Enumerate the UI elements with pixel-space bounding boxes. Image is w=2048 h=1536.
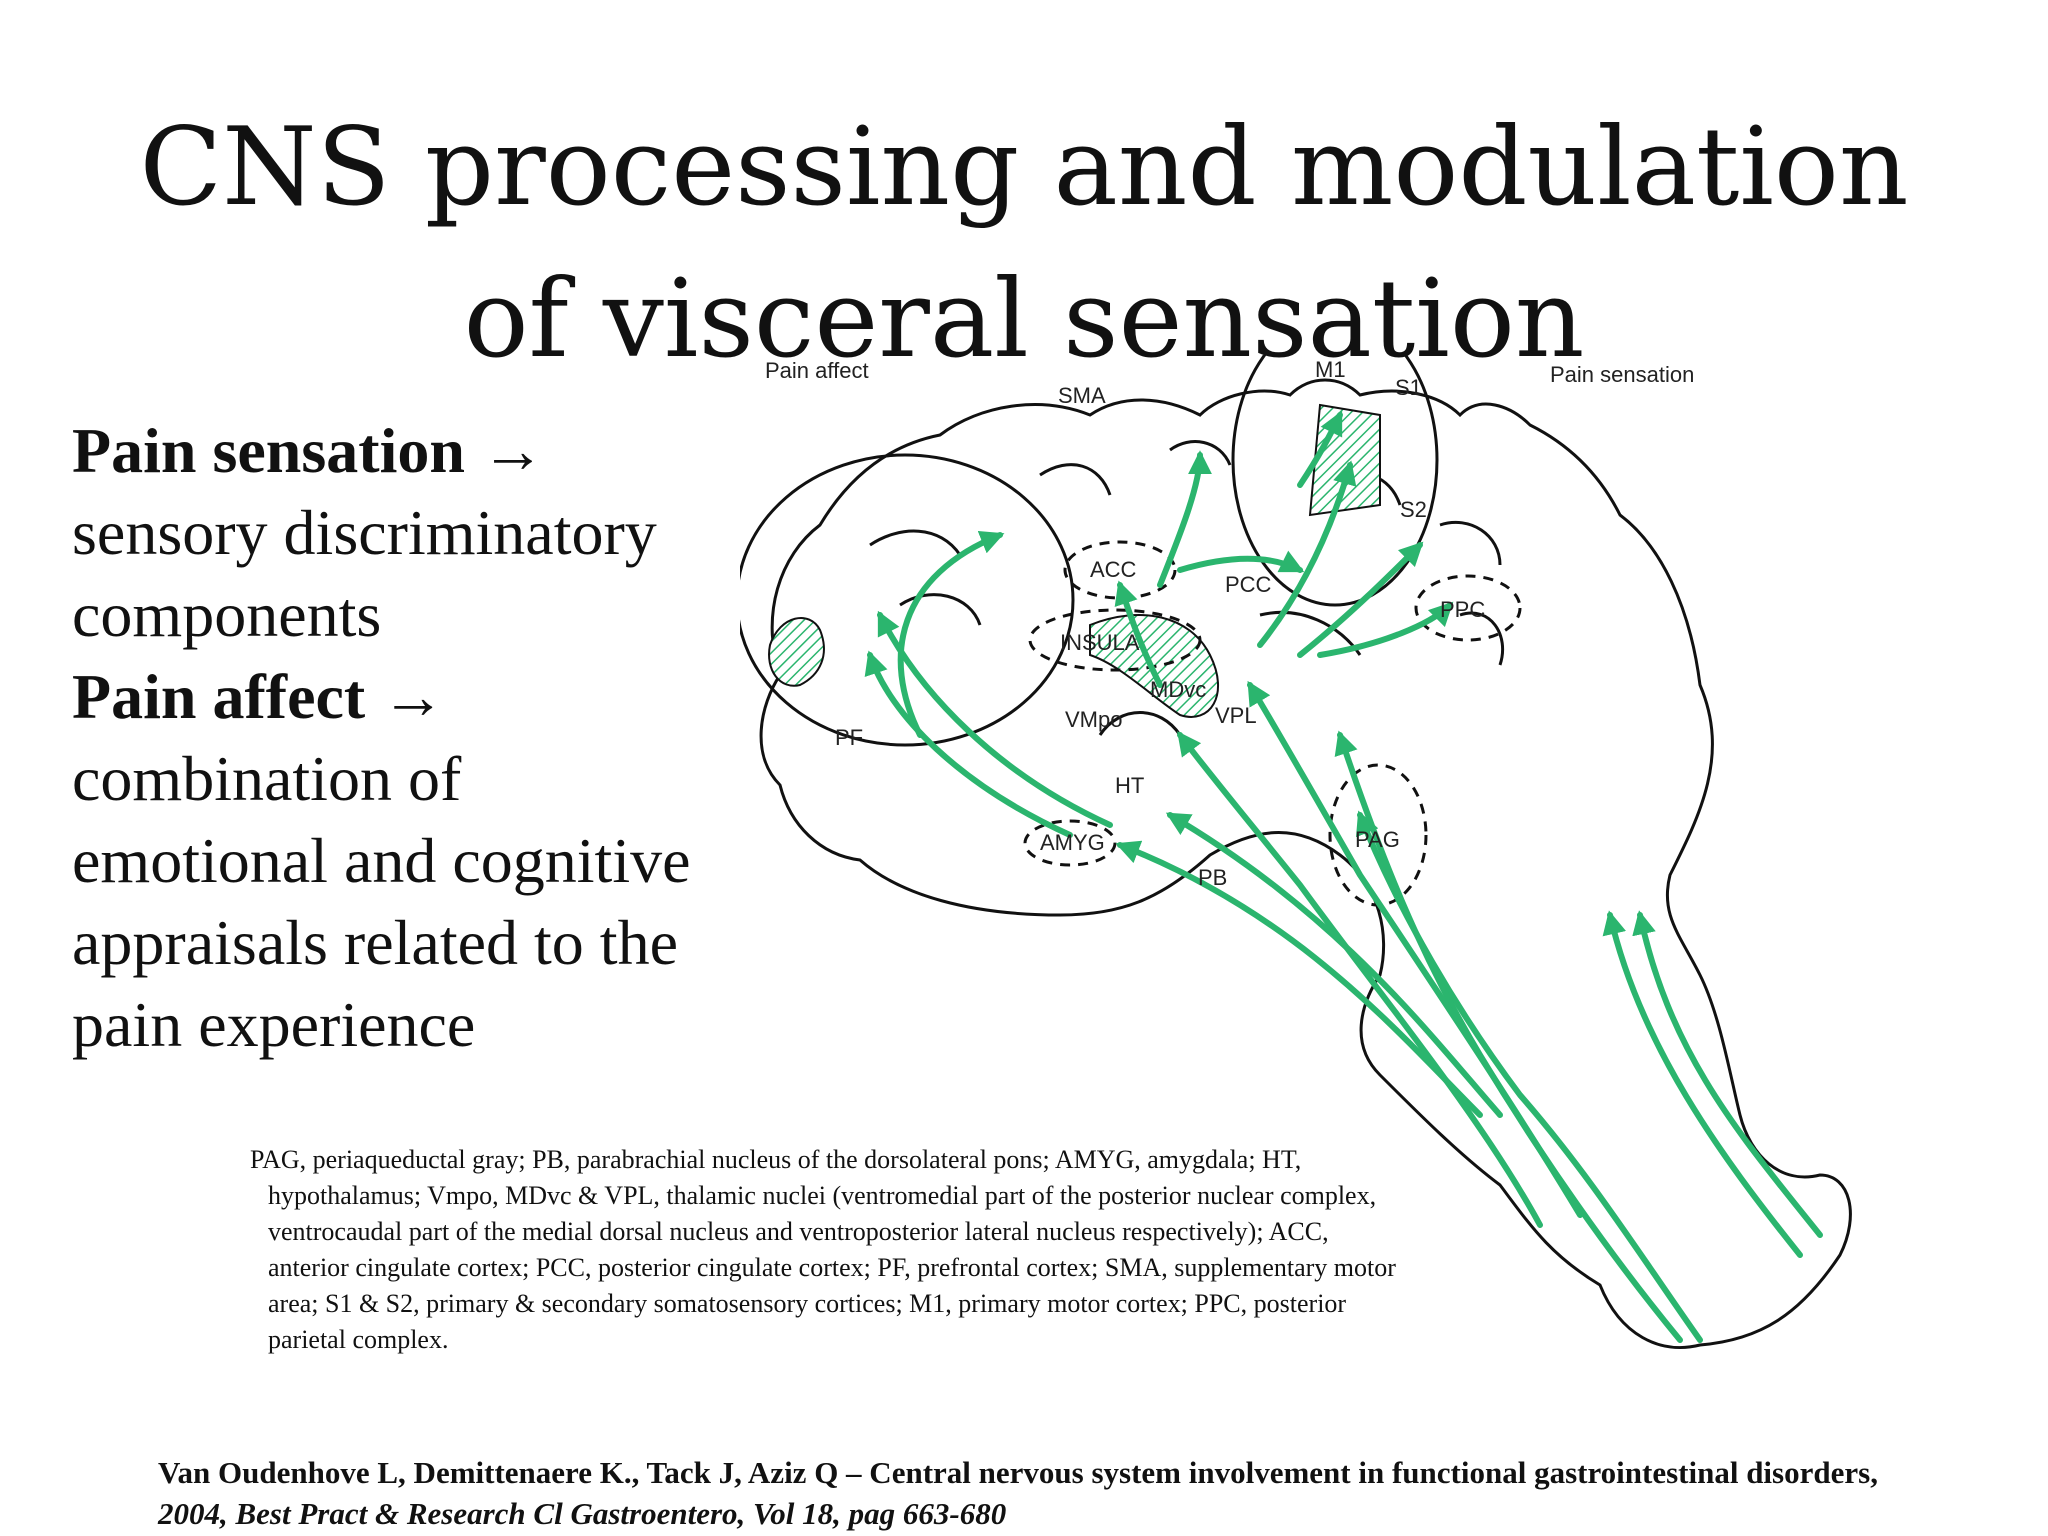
arrow-to-mdvc (1177, 731, 1543, 1228)
label-pb: PB (1198, 865, 1227, 890)
slide-title-line-1: CNS processing and modulation (139, 105, 1909, 230)
arrow-to-acc (1114, 580, 1163, 688)
pain-description: Pain sensation → sensory discriminatory … (72, 410, 732, 1066)
label-pag: PAG (1355, 827, 1400, 852)
ppc-dashed (1414, 574, 1522, 642)
reference-journal-citation: 2004, Best Pract & Research Cl Gastroent… (158, 1496, 1007, 1531)
arrow-ascending-main (1355, 810, 1703, 1343)
brain-diagram-svg: Pain affect Pain sensation M1 S1 SMA S2 … (735, 313, 1852, 1349)
label-pcc: PCC (1225, 572, 1272, 597)
arrow-to-ht (1165, 812, 1503, 1118)
label-mdvc: MDvc (1150, 677, 1206, 702)
label-s1: S1 (1395, 375, 1422, 400)
insula-hatched (768, 617, 825, 687)
arrow-to-s2 (1297, 541, 1424, 658)
brain-outline (759, 378, 1852, 1349)
arrow-to-vpl (1247, 680, 1583, 1218)
arrow-to-m1 (1297, 410, 1343, 488)
amyg-dashed (1023, 819, 1117, 867)
label-pf: PF (835, 725, 863, 750)
label-s2: S2 (1400, 497, 1427, 522)
slide-title-line-2: of visceral sensation (463, 257, 1585, 382)
pain-affect-block: Pain affect → combination of emotional a… (72, 656, 732, 1066)
arrow-to-pag (1632, 910, 1823, 1238)
brain-pathway-diagram: Pain affect Pain sensation M1 S1 SMA S2 … (735, 313, 1875, 1370)
pain-affect-body: combination of emotional and cognitive a… (72, 743, 691, 1060)
arrow-to-amyg (1115, 840, 1483, 1118)
arrow-to-s1 (1257, 460, 1357, 648)
pain-sensation-block: Pain sensation → sensory discriminatory … (72, 410, 732, 656)
label-pain-affect: Pain affect (765, 358, 869, 383)
abbreviation-caption: PAG, periaqueductal gray; PB, parabrachi… (250, 1145, 1396, 1354)
label-m1: M1 (1315, 357, 1346, 382)
label-vmpo: VMpo (1065, 707, 1122, 732)
slide-title: CNS processing and modulation of viscera… (0, 92, 2048, 396)
pain-sensation-heading: Pain sensation → (72, 415, 545, 486)
label-ppc: PPC (1440, 597, 1485, 622)
label-insula: INSULA (1060, 630, 1140, 655)
arrow-to-pag-2 (1602, 910, 1803, 1258)
reference-authors-title: Van Oudenhove L, Demittenaere K., Tack J… (158, 1455, 1878, 1490)
reference-citation: Van Oudenhove L, Demittenaere K., Tack J… (158, 1452, 1918, 1534)
arrow-to-pf (877, 610, 1113, 828)
insula-dashed (1028, 608, 1202, 672)
arrow-to-pf-2 (864, 650, 1073, 838)
pain-sensation-body: sensory discriminatory components (72, 497, 657, 650)
arrow-to-sma (1157, 450, 1212, 588)
acc-dashed (1063, 540, 1177, 600)
pathway-arrows (864, 410, 1823, 1343)
arrow-insula-loop (897, 531, 1005, 738)
label-pain-sensation: Pain sensation (1550, 362, 1694, 387)
arrow-to-pcc (1177, 550, 1305, 573)
arrow-to-ppc (1317, 601, 1454, 658)
label-ht: HT (1115, 773, 1144, 798)
label-acc: ACC (1090, 557, 1137, 582)
pain-affect-heading: Pain affect → (72, 661, 446, 732)
label-vpl: VPL (1215, 703, 1257, 728)
label-amyg: AMYG (1040, 830, 1105, 855)
s1-hatched (1308, 403, 1381, 517)
label-sma: SMA (1058, 383, 1106, 408)
